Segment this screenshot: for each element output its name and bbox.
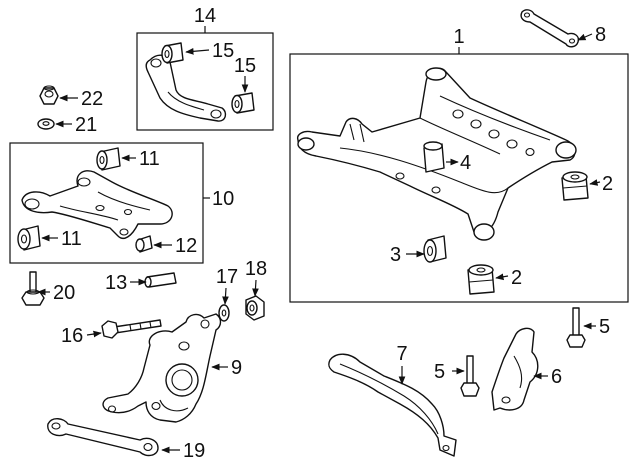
callout-1: 1 (453, 26, 464, 48)
callout-2: 2 (602, 173, 613, 195)
bolt-5-right-part[interactable] (566, 307, 586, 348)
callout-22: 22 (81, 88, 103, 110)
callout-8: 8 (595, 24, 606, 46)
knuckle-9-part[interactable] (102, 313, 222, 423)
bolt-5-lower-part[interactable] (460, 355, 480, 397)
callout-19: 19 (183, 440, 205, 462)
callout-10: 10 (212, 188, 234, 210)
callout-13: 13 (105, 272, 127, 294)
nut-18-part[interactable] (245, 295, 265, 321)
nut-22-part[interactable] (39, 85, 59, 105)
sleeve-13-part[interactable] (144, 272, 177, 288)
group-10-frame (9, 142, 210, 264)
bushing-3-part[interactable] (423, 235, 447, 263)
bushing-11-upper-part[interactable] (96, 147, 121, 171)
callout-18: 18 (245, 258, 267, 280)
bushing-15-lower-part[interactable] (231, 92, 255, 114)
group-14-frame (136, 26, 274, 131)
callout-11: 11 (139, 148, 160, 170)
callout-21: 21 (75, 114, 97, 136)
callout-9: 9 (231, 357, 242, 379)
callout-5: 5 (599, 316, 610, 338)
callout-17: 17 (216, 266, 238, 288)
callout-11: 11 (61, 228, 82, 250)
bracket-6-part[interactable] (491, 327, 539, 411)
callout-7: 7 (396, 343, 407, 365)
toe-link-19-part[interactable] (47, 418, 159, 457)
callout-15: 15 (212, 40, 234, 62)
callout-labels: 1 2 2 3 4 5 5 6 7 8 9 10 11 11 12 13 14 … (53, 5, 613, 462)
lower-control-arm-part[interactable] (21, 170, 173, 240)
bolt-16-part[interactable] (101, 319, 162, 339)
leader-lines (37, 33, 601, 454)
washer-17-part[interactable] (218, 304, 230, 322)
bushing-12-part[interactable] (135, 235, 153, 253)
callout-16: 16 (61, 325, 83, 347)
washer-21-part[interactable] (37, 118, 55, 130)
callout-20: 20 (53, 282, 75, 304)
callout-12: 12 (175, 235, 197, 257)
callout-2: 2 (511, 267, 522, 289)
link-8-part[interactable] (520, 9, 580, 48)
bushing-4-part[interactable] (423, 141, 445, 173)
shield-7-part[interactable] (328, 353, 457, 457)
group-1-frame (289, 47, 629, 303)
bushing-11-lower-part[interactable] (17, 225, 41, 251)
callout-4: 4 (460, 152, 471, 174)
upper-control-arm-part[interactable] (145, 54, 227, 122)
callout-15: 15 (234, 55, 256, 77)
callout-14: 14 (194, 5, 216, 27)
callout-6: 6 (551, 366, 562, 388)
bolt-20-part[interactable] (21, 271, 45, 306)
callout-3: 3 (390, 244, 401, 266)
mount-2-lower-part[interactable] (467, 264, 495, 295)
bushing-15-upper-part[interactable] (161, 42, 184, 64)
mount-2-upper-part[interactable] (561, 171, 589, 201)
callout-5: 5 (434, 361, 445, 383)
